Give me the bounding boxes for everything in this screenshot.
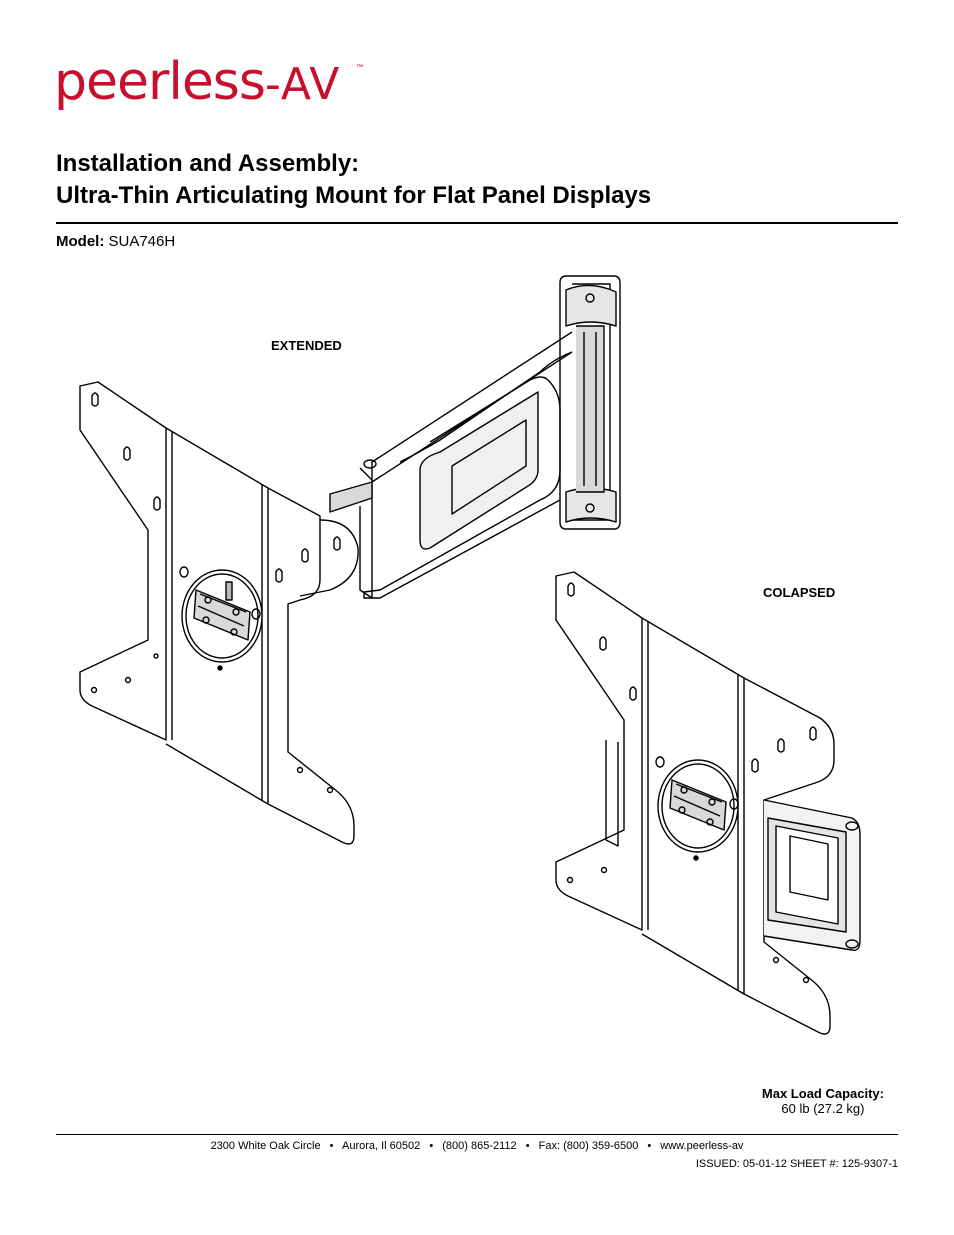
- logo-av: -AV: [265, 59, 341, 110]
- collapsed-mount: [555, 571, 861, 1035]
- page-title: Installation and Assembly:: [56, 150, 360, 177]
- max-load-label: Max Load Capacity:: [761, 1086, 884, 1101]
- extended-label: EXTENDED: [271, 338, 342, 353]
- extended-adapter-plate: [79, 381, 355, 845]
- extended-wall-plate: [559, 275, 621, 530]
- footer-phone: (800) 865-2112: [442, 1140, 517, 1152]
- extended-arm: [299, 331, 573, 599]
- header-divider: [56, 222, 898, 224]
- page-subtitle: Ultra-Thin Articulating Mount for Flat P…: [56, 182, 652, 209]
- model-label: Model:: [56, 233, 105, 250]
- footer-city: Aurora, Il 60502: [341, 1140, 421, 1152]
- max-load-block: Max Load Capacity: 60 lb (27.2 kg): [762, 1086, 884, 1116]
- issued-sheet-number: ISSUED: 05-01-12 SHEET #: 125-9307-1: [695, 1158, 898, 1170]
- footer-divider: [56, 1134, 898, 1135]
- max-load-value: 60 lb (27.2 kg): [781, 1101, 865, 1116]
- model-value: SUA746H: [108, 233, 176, 250]
- logo-wordmark: peerless: [54, 52, 266, 112]
- logo-trademark: ™: [356, 64, 363, 71]
- footer-website: www.peerless-av: [660, 1140, 744, 1152]
- footer-contact: 2300 White Oak Circle • Aurora, Il 60502…: [210, 1140, 744, 1152]
- collapsed-label: COLAPSED: [763, 585, 836, 600]
- footer-fax: Fax: (800) 359-6500: [538, 1140, 639, 1152]
- model-line: Model: SUA746H: [56, 233, 175, 250]
- footer-address: 2300 White Oak Circle: [210, 1140, 321, 1152]
- peerless-av-logo: peerless-AV ™: [54, 56, 363, 110]
